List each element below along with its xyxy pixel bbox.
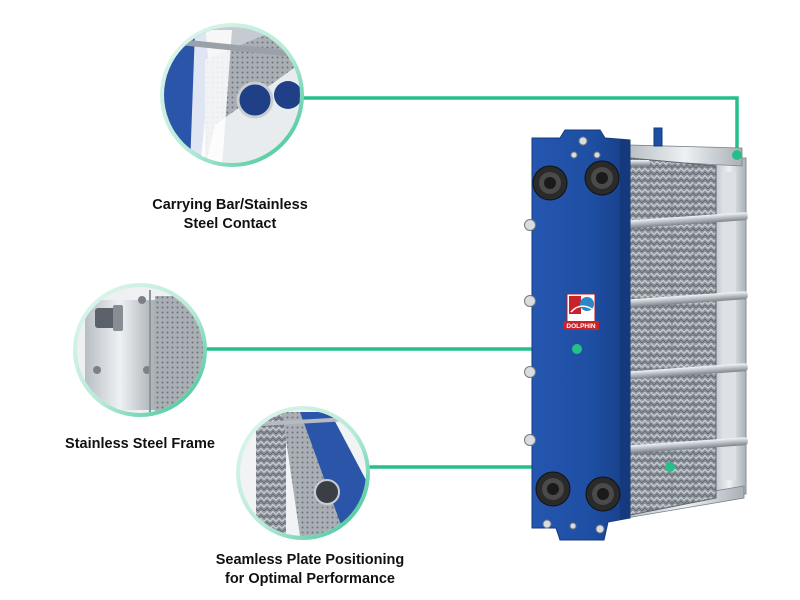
dolphin-logo: DOLPHIN — [563, 293, 599, 330]
lifting-lug — [653, 127, 663, 147]
callout-dot-carrying-bar — [732, 150, 742, 160]
plate-positioning-detail — [236, 406, 370, 540]
port-bottom-right — [585, 476, 621, 512]
plate-pack — [629, 157, 717, 516]
carrying-bar-detail — [160, 23, 304, 167]
callout-label-stainless-frame: Stainless Steel Frame — [65, 436, 215, 452]
callout-label-carrying-bar: Carrying Bar/Stainless Steel Contact — [152, 197, 308, 232]
port-bottom-left — [535, 471, 571, 507]
stainless-frame-detail — [73, 283, 207, 417]
callout-dot-frame — [572, 344, 582, 354]
port-top-left — [532, 165, 568, 201]
callout-label-plate-positioning: Seamless Plate Positioning for Optimal P… — [215, 552, 405, 587]
connector-line-carrying-bar — [298, 96, 739, 157]
plate-heat-exchanger: DOLPHIN — [524, 127, 748, 541]
frame-bolts — [524, 136, 605, 534]
logo-label: DOLPHIN — [566, 323, 596, 330]
callout-dot-plate — [665, 462, 675, 472]
port-top-right — [584, 160, 620, 196]
